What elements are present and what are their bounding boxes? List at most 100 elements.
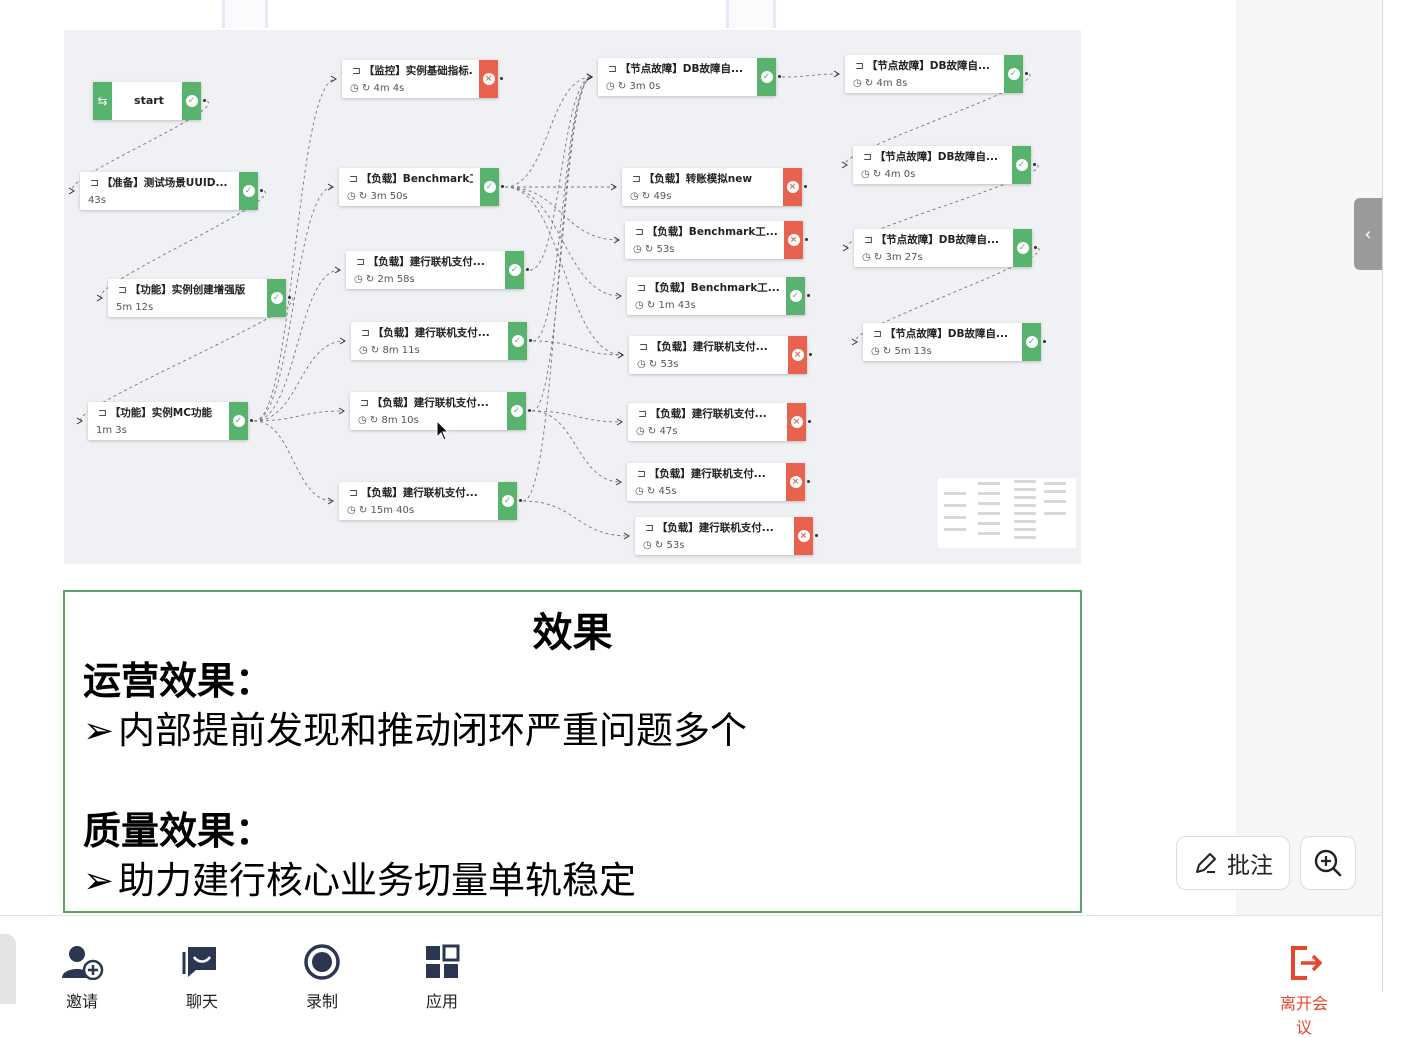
minimap-node	[1014, 512, 1036, 515]
output-port[interactable]	[807, 294, 810, 297]
apps-button[interactable]: 应用	[412, 944, 472, 1012]
node-duration: ◷ ↻ 45s	[635, 486, 676, 497]
workflow-node-prep[interactable]: ⊐【准备】测试场景UUID...43s✓	[80, 172, 263, 210]
node-duration: ◷ ↻ 53s	[643, 540, 684, 551]
minimap-node	[978, 482, 1000, 485]
node-duration-text: 4m 8s	[876, 78, 908, 89]
output-port[interactable]	[1034, 246, 1037, 249]
output-port[interactable]	[807, 480, 810, 483]
node-title-text: 【准备】测试场景UUID...	[101, 177, 228, 189]
output-port[interactable]	[260, 189, 263, 192]
status-success-badge: ✓	[757, 58, 776, 96]
output-port[interactable]	[500, 77, 503, 80]
subflow-icon: ⊐	[360, 397, 369, 409]
edge-arrow	[615, 478, 622, 486]
node-title: ⊐【功能】实例MC功能	[98, 405, 222, 420]
minimap-node	[1014, 528, 1036, 531]
workflow-node-n2[interactable]: ⊐【节点故障】DB故障自...◷ ↻ 4m 8s✓	[845, 55, 1028, 93]
workflow-node-t1[interactable]: ⊐【负载】转账模拟new◷ ↻ 49s×	[622, 168, 807, 206]
workflow-node-b2[interactable]: ⊐【负载】Benchmark工...◷ ↻ 53s×	[625, 221, 808, 259]
workflow-node-start[interactable]: ⇆start✓	[93, 82, 206, 120]
edge-arrow	[338, 407, 345, 415]
node-title-text: 【负载】Benchmark工...	[646, 226, 777, 238]
output-port[interactable]	[519, 499, 522, 502]
output-port[interactable]	[1025, 72, 1028, 75]
edge-arrow	[616, 418, 623, 426]
node-title: ⊐【监控】实例基础指标...	[352, 63, 472, 78]
subflow-icon: ⊐	[873, 328, 882, 340]
workflow-node-n4[interactable]: ⊐【节点故障】DB故障自...◷ ↻ 3m 27s✓	[854, 229, 1037, 267]
output-port[interactable]	[805, 238, 808, 241]
chat-button[interactable]: 聊天	[172, 944, 232, 1012]
record-button[interactable]: 录制	[292, 944, 352, 1012]
workflow-node-l8[interactable]: ⊐【负载】建行联机支付...◷ ↻ 53s×	[635, 517, 818, 555]
output-port[interactable]	[288, 296, 291, 299]
output-port[interactable]	[815, 534, 818, 537]
node-duration: ◷ ↻ 47s	[636, 426, 677, 437]
zoom-in-icon	[1314, 849, 1342, 877]
zoom-in-button[interactable]	[1300, 836, 1356, 890]
chat-icon	[182, 947, 216, 977]
workflow-node-l4[interactable]: ⊐【负载】建行联机支付...◷ ↻ 15m 40s✓	[339, 482, 522, 520]
annotate-button[interactable]: 批注	[1176, 836, 1290, 890]
output-port[interactable]	[203, 99, 206, 102]
minimap[interactable]	[938, 478, 1076, 548]
collapse-panel-button[interactable]: ‹	[1354, 198, 1382, 270]
output-port[interactable]	[250, 419, 253, 422]
node-duration-text: 1m 3s	[96, 425, 127, 436]
invite-button[interactable]: 邀请	[52, 944, 112, 1012]
minimap-node	[1014, 496, 1036, 499]
node-duration-text: 4m 0s	[884, 169, 916, 180]
workflow-edge	[532, 76, 593, 342]
workflow-node-b3[interactable]: ⊐【负载】Benchmark工...◷ ↻ 1m 43s✓	[627, 277, 810, 315]
node-title: ⊐【负载】建行联机支付...	[349, 485, 491, 500]
workflow-node-n3[interactable]: ⊐【节点故障】DB故障自...◷ ↻ 4m 0s✓	[853, 146, 1036, 184]
check-icon: ✓	[789, 290, 802, 302]
output-port[interactable]	[526, 268, 529, 271]
output-port[interactable]	[1033, 163, 1036, 166]
close-icon: ×	[791, 349, 804, 361]
workflow-edges	[68, 70, 1040, 540]
status-failed-badge: ×	[788, 336, 807, 374]
subflow-icon: ⊐	[864, 234, 873, 246]
workflow-node-l7[interactable]: ⊐【负载】建行联机支付...◷ ↻ 45s×	[627, 463, 810, 501]
output-port[interactable]	[778, 75, 781, 78]
workflow-node-l1[interactable]: ⊐【负载】建行联机支付...◷ ↻ 2m 58s✓	[346, 251, 529, 289]
workflow-node-n5[interactable]: ⊐【节点故障】DB故障自...◷ ↻ 5m 13s✓	[863, 323, 1046, 361]
node-duration: ◷ ↻ 2m 58s	[354, 274, 415, 285]
workflow-node-l2[interactable]: ⊐【负载】建行联机支付...◷ ↻ 8m 11s✓	[351, 322, 532, 360]
workflow-node-l5[interactable]: ⊐【负载】建行联机支付...◷ ↻ 53s×	[629, 336, 812, 374]
toolbar-handle[interactable]	[0, 934, 16, 1004]
output-port[interactable]	[808, 420, 811, 423]
status-success-badge: ✓	[1012, 146, 1031, 184]
bullet-arrow-icon: ➢	[83, 709, 115, 752]
output-port[interactable]	[528, 409, 531, 412]
edge-arrow	[617, 351, 624, 359]
output-port[interactable]	[804, 185, 807, 188]
output-port[interactable]	[529, 339, 532, 342]
clock-retry-icon: ◷ ↻	[633, 244, 657, 255]
workflow-node-l6[interactable]: ⊐【负载】建行联机支付...◷ ↻ 47s×	[628, 403, 811, 441]
clock-retry-icon: ◷ ↻	[862, 252, 886, 263]
clock-retry-icon: ◷ ↻	[636, 426, 660, 437]
workflow-node-b1[interactable]: ⊐【负载】Benchmark工...◷ ↻ 3m 50s✓	[339, 168, 504, 206]
node-title-text: 【功能】实例MC功能	[109, 407, 212, 419]
output-port[interactable]	[809, 353, 812, 356]
subflow-icon: ⊐	[632, 173, 641, 185]
edge-arrow	[613, 236, 620, 244]
node-title: ⊐【负载】建行联机支付...	[639, 339, 781, 354]
node-title: ⊐【节点故障】DB故障自...	[864, 232, 1006, 247]
clock-retry-icon: ◷ ↻	[861, 169, 885, 180]
output-port[interactable]	[501, 185, 504, 188]
check-icon: ✓	[232, 415, 245, 427]
workflow-node-n1[interactable]: ⊐【节点故障】DB故障自...◷ ↻ 3m 0s✓	[598, 58, 781, 96]
output-port[interactable]	[1043, 340, 1046, 343]
scrollbar-track[interactable]	[1382, 0, 1406, 992]
node-title: ⊐【负载】转账模拟new	[632, 171, 776, 186]
workflow-node-func2[interactable]: ⊐【功能】实例MC功能 1m 3s ✓	[88, 402, 253, 440]
leave-meeting-button[interactable]: 离开会议	[1274, 944, 1334, 1038]
workflow-node-mon[interactable]: ⊐【监控】实例基础指标...◷ ↻ 4m 4s×	[342, 60, 503, 98]
node-duration: 5m 12s	[116, 302, 153, 313]
